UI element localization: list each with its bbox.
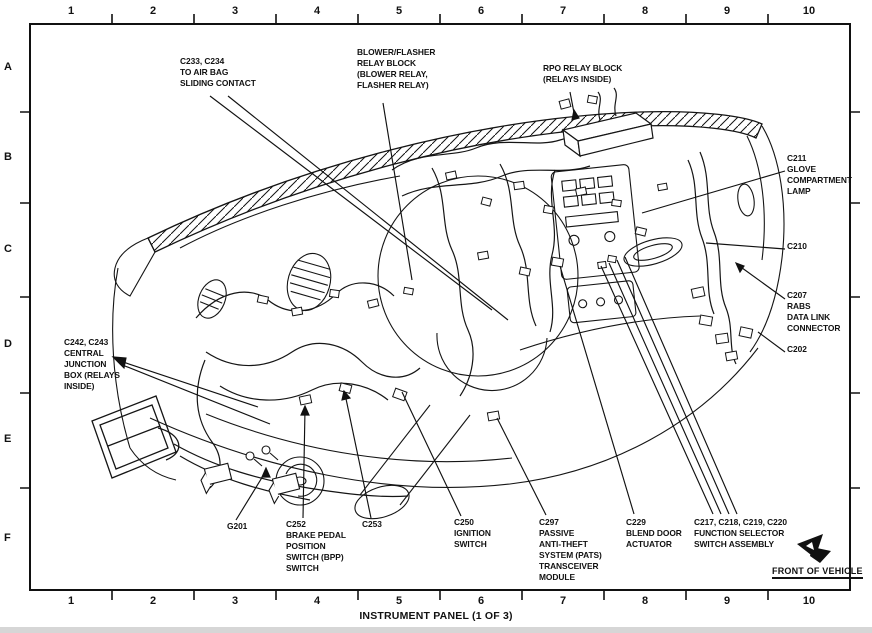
grid-col-top-10: 10 <box>802 5 816 17</box>
leader-lines <box>111 91 786 521</box>
grid-row-d: D <box>4 338 12 350</box>
callout-central-junction-box: C242, C243 CENTRAL JUNCTION BOX (RELAYS … <box>64 337 120 391</box>
front-of-vehicle-label: FRONT OF VEHICLE <box>772 566 863 579</box>
grid-row-e: E <box>4 433 12 445</box>
grid-row-b: B <box>4 151 12 163</box>
callout-g201: G201 <box>227 521 248 531</box>
grid-row-c: C <box>4 243 12 255</box>
grid-col-bottom-10: 10 <box>802 595 816 607</box>
grid-col-top-7: 7 <box>559 5 567 17</box>
callout-c252-bpp-switch: C252 BRAKE PEDAL POSITION SWITCH (BPP) S… <box>286 519 346 573</box>
grid-col-bottom-1: 1 <box>67 595 75 607</box>
grid-col-top-9: 9 <box>723 5 731 17</box>
speaker-oval <box>623 237 683 267</box>
grid-col-bottom-7: 7 <box>559 595 567 607</box>
grid-row-f: F <box>4 532 11 544</box>
callout-c202: C202 <box>787 344 807 354</box>
grid-row-a: A <box>4 61 12 73</box>
steering-column-opening <box>377 175 579 377</box>
front-of-vehicle-arrow-icon <box>797 534 831 563</box>
grid-col-top-2: 2 <box>149 5 157 17</box>
grid-col-top-8: 8 <box>641 5 649 17</box>
callout-c250-ignition: C250 IGNITION SWITCH <box>454 517 491 549</box>
grid-col-top-1: 1 <box>67 5 75 17</box>
c253-connector <box>338 382 353 395</box>
callout-c253: C253 <box>362 519 382 529</box>
c252-connector <box>298 394 313 406</box>
grid-col-bottom-2: 2 <box>149 595 157 607</box>
page-title: INSTRUMENT PANEL (1 OF 3) <box>359 610 513 622</box>
callout-c210: C210 <box>787 241 807 251</box>
c229-connector <box>550 256 565 268</box>
grid-col-bottom-9: 9 <box>723 595 731 607</box>
callout-c233-c234-air-bag: C233, C234 TO AIR BAG SLIDING CONTACT <box>180 56 256 88</box>
grid-col-top-6: 6 <box>477 5 485 17</box>
grid-col-bottom-3: 3 <box>231 595 239 607</box>
grid-col-top-3: 3 <box>231 5 239 17</box>
callout-rpo-relay-block: RPO RELAY BLOCK (RELAYS INSIDE) <box>543 63 623 84</box>
grid-col-bottom-5: 5 <box>395 595 403 607</box>
callout-c229-blend-door: C229 BLEND DOOR ACTUATOR <box>626 517 682 549</box>
central-junction-box-shape <box>91 395 180 479</box>
callout-c217-function-selector: C217, C218, C219, C220 FUNCTION SELECTOR… <box>694 517 787 549</box>
grid-col-top-5: 5 <box>395 5 403 17</box>
g201-connectors <box>200 445 301 505</box>
border-frame <box>29 23 851 591</box>
grid-col-bottom-8: 8 <box>641 595 649 607</box>
callout-c207-rabs: C207 RABS DATA LINK CONNECTOR <box>787 290 841 333</box>
rpo-relay-block-shape <box>561 87 654 158</box>
callout-c297-pats: C297 PASSIVE ANTI-THEFT SYSTEM (PATS) TR… <box>539 517 602 582</box>
center-stack <box>550 164 640 324</box>
grid-col-bottom-4: 4 <box>313 595 321 607</box>
connectors <box>256 94 754 422</box>
callout-c211-glove-lamp: C211 GLOVE COMPARTMENT LAMP <box>787 153 852 196</box>
grid-col-bottom-6: 6 <box>477 595 485 607</box>
dashboard-drawing <box>91 87 785 520</box>
grid-col-top-4: 4 <box>313 5 321 17</box>
left-vent <box>286 252 332 312</box>
page-edge-shadow <box>0 627 872 633</box>
callout-blower-flasher-relay: BLOWER/FLASHER RELAY BLOCK (BLOWER RELAY… <box>357 47 436 90</box>
ignition-switch-connector <box>392 387 408 402</box>
dash-top-brow <box>147 110 763 253</box>
grid-tick-marks <box>20 14 860 600</box>
